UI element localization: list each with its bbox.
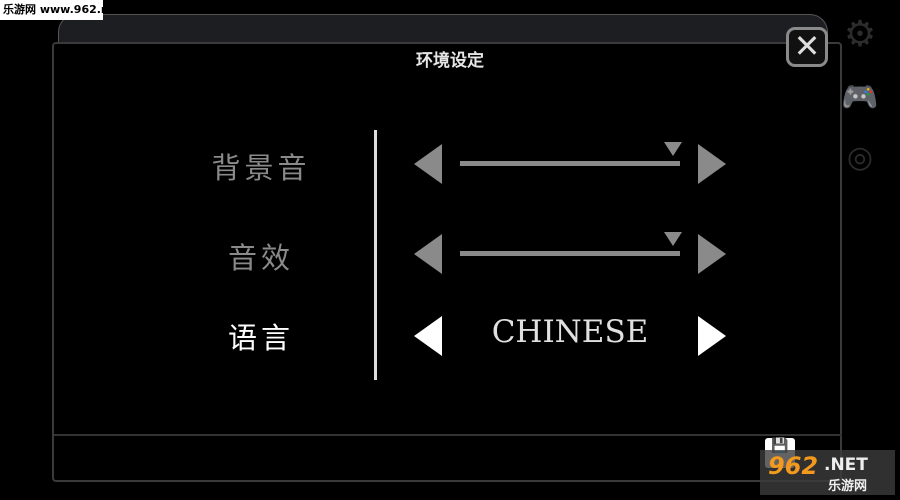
logo-number: 962	[768, 452, 819, 480]
language-next-button[interactable]	[698, 316, 726, 356]
bgm-label: 背景音	[211, 151, 311, 185]
page-title: 环境设定	[416, 51, 484, 71]
language-label: 语言	[227, 321, 294, 355]
sfx-increase-button[interactable]	[698, 234, 726, 274]
sfx-label: 音效	[227, 241, 294, 275]
panel-header-tab	[58, 14, 828, 44]
site-logo: 962 .NET 乐游网	[760, 450, 895, 495]
more-games-icon[interactable]: ◎	[846, 140, 874, 175]
panel-bottom-line	[54, 434, 842, 436]
gear-icon[interactable]: ⚙	[843, 14, 877, 55]
sfx-slider-handle[interactable]	[664, 232, 682, 246]
gamepad-icon[interactable]: 🎮	[841, 80, 879, 115]
sfx-decrease-button[interactable]	[414, 234, 442, 274]
sfx-slider[interactable]	[460, 251, 680, 256]
close-button[interactable]: ✕	[786, 27, 828, 67]
bgm-decrease-button[interactable]	[414, 144, 442, 184]
divider	[374, 130, 377, 380]
watermark: 乐游网 www.962.net	[0, 0, 121, 20]
bgm-slider-handle[interactable]	[664, 142, 682, 156]
language-prev-button[interactable]	[414, 316, 442, 356]
logo-suffix: .NET	[824, 455, 868, 475]
bgm-increase-button[interactable]	[698, 144, 726, 184]
bgm-slider[interactable]	[460, 161, 680, 166]
language-value: CHINESE	[491, 314, 649, 350]
logo-sub: 乐游网	[828, 479, 868, 494]
